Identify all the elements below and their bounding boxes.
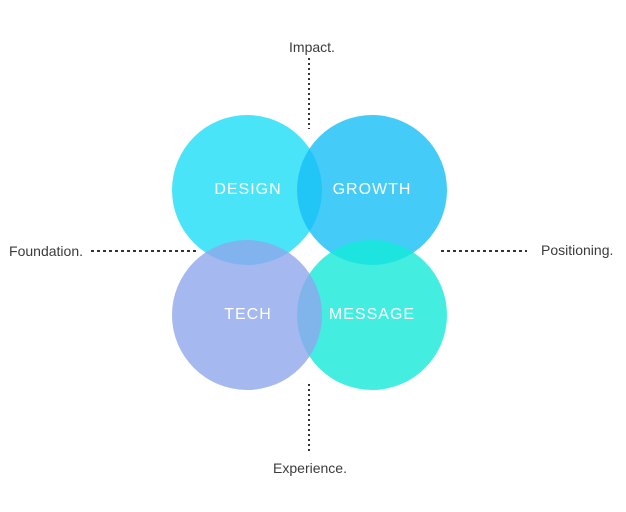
bottom-dotted-line bbox=[308, 384, 310, 452]
axis-label-experience: Experience. bbox=[273, 460, 347, 476]
top-dotted-line bbox=[308, 58, 310, 129]
left-dotted-line bbox=[91, 250, 199, 252]
message-circle bbox=[297, 240, 447, 390]
message-circle-label: MESSAGE bbox=[328, 306, 416, 323]
growth-circle-label: GROWTH bbox=[332, 181, 412, 198]
tech-circle bbox=[172, 240, 322, 390]
axis-label-foundation: Foundation. bbox=[9, 243, 83, 259]
tech-circle-label: TECH bbox=[224, 306, 272, 323]
right-dotted-line bbox=[441, 250, 527, 252]
design-circle-label: DESIGN bbox=[214, 181, 282, 198]
axis-label-impact: Impact. bbox=[289, 39, 335, 55]
axis-label-positioning: Positioning. bbox=[541, 242, 614, 258]
